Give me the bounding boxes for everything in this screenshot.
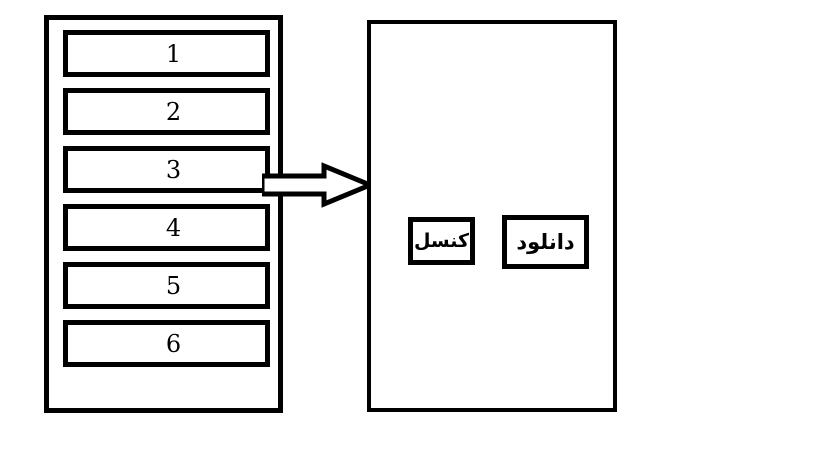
list-item[interactable]: 5: [63, 262, 270, 309]
detail-panel: کنسل دانلود: [367, 20, 617, 412]
list-item[interactable]: 4: [63, 204, 270, 251]
list-item[interactable]: 6: [63, 320, 270, 367]
list-item[interactable]: 2: [63, 88, 270, 135]
list-item[interactable]: 1: [63, 30, 270, 77]
list-item-label: 3: [165, 155, 182, 184]
cancel-button-label: کنسل: [413, 229, 470, 252]
download-button-label: دانلود: [516, 229, 575, 254]
list-item-label: 4: [165, 213, 182, 242]
list-panel: 1 2 3 4 5 6: [44, 15, 283, 413]
list-item-label: 6: [165, 329, 182, 358]
list-item-label: 5: [165, 271, 182, 300]
download-button[interactable]: دانلود: [502, 215, 589, 269]
list-item-label: 2: [165, 97, 182, 126]
block-arrow-right-icon: [262, 160, 372, 210]
list-item-label: 1: [165, 39, 182, 68]
list-item-selected[interactable]: 3: [63, 146, 270, 193]
cancel-button[interactable]: کنسل: [408, 217, 475, 265]
